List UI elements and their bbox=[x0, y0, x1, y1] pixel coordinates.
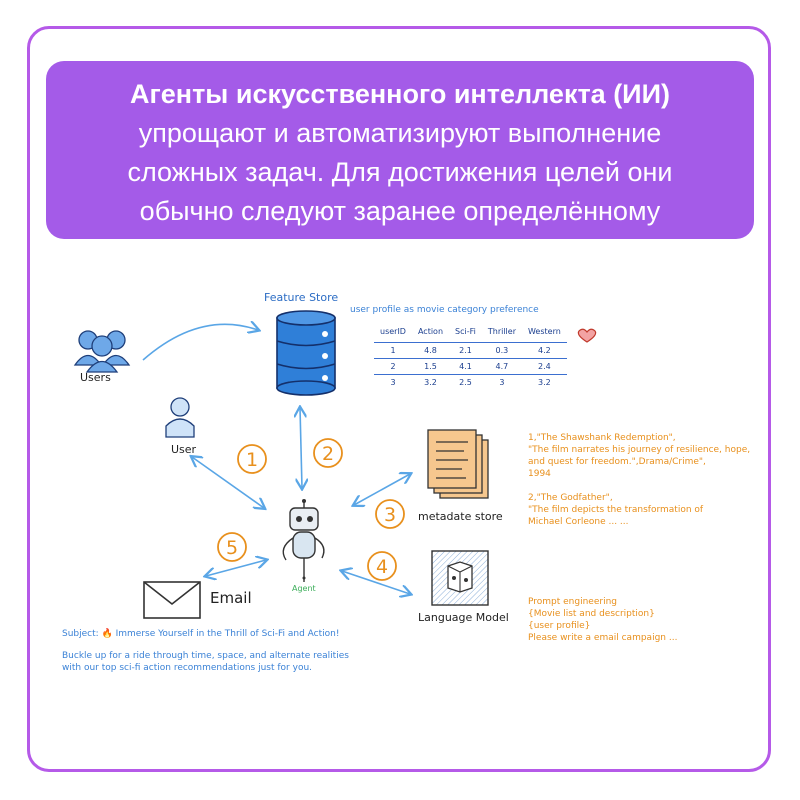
email-subject: Subject: 🔥 Immerse Yourself in the Thril… bbox=[62, 629, 340, 639]
step-5-badge: 5 bbox=[217, 532, 247, 562]
email-spacer bbox=[62, 640, 349, 650]
email-line: with our top sci-fi action recommendatio… bbox=[62, 663, 313, 673]
metadata-line: 1,"The Shawshank Redemption", bbox=[528, 433, 676, 443]
table-row: 3 3.2 2.5 3 3.2 bbox=[374, 374, 567, 390]
arrow-email bbox=[206, 560, 266, 576]
svg-text:3: 3 bbox=[384, 504, 396, 526]
table-cell: 4.8 bbox=[411, 342, 450, 359]
table-header: Thriller bbox=[487, 327, 516, 336]
preference-table: userID Action Sci-Fi Thriller Western 1 … bbox=[374, 324, 567, 390]
banner-title: Агенты искусственного интеллекта (ИИ) bbox=[130, 79, 670, 109]
prompt-text: Prompt engineering {Movie list and descr… bbox=[528, 596, 677, 644]
arrow-language-model bbox=[342, 571, 410, 594]
table-cell: 3 bbox=[481, 374, 522, 390]
table-cell: 4.7 bbox=[481, 358, 522, 375]
table-cell: 3.2 bbox=[411, 374, 450, 390]
page-frame bbox=[27, 26, 771, 772]
intro-banner: Агенты искусственного интеллекта (ИИ) уп… bbox=[46, 61, 754, 239]
table-cell: 2.5 bbox=[449, 374, 482, 390]
agent-label: Agent bbox=[292, 584, 316, 593]
metadata-store-label: metadate store bbox=[418, 510, 503, 523]
users-icon bbox=[73, 330, 131, 373]
table-header: Sci-Fi bbox=[455, 327, 476, 336]
user-label: User bbox=[171, 443, 197, 456]
table-cell: 3 bbox=[374, 374, 412, 390]
svg-text:1: 1 bbox=[246, 449, 258, 471]
table-cell: 4.2 bbox=[521, 342, 567, 359]
arrow-metadata bbox=[354, 474, 410, 505]
metadata-line: 1994 bbox=[528, 469, 551, 479]
prompt-line: Please write a email campaign ... bbox=[528, 633, 678, 643]
metadata-records: 1,"The Shawshank Redemption", "The film … bbox=[528, 432, 750, 528]
heart-icon bbox=[577, 328, 597, 343]
envelope-icon bbox=[143, 581, 201, 619]
banner-line-1: упрощают и автоматизируют выполнение bbox=[138, 118, 662, 148]
step-2-badge: 2 bbox=[313, 438, 343, 468]
metadata-line: and quest for freedom.",Drama/Crime", bbox=[528, 457, 706, 467]
metadata-spacer bbox=[528, 480, 750, 492]
table-cell: 0.3 bbox=[481, 342, 522, 359]
email-label: Email bbox=[210, 589, 252, 607]
users-to-store-arrow bbox=[142, 324, 258, 361]
step-4-badge: 4 bbox=[367, 551, 397, 581]
feature-store-caption: user profile as movie category preferenc… bbox=[350, 305, 539, 315]
database-icon bbox=[276, 310, 336, 396]
metadata-line: "The film narrates his journey of resili… bbox=[528, 445, 751, 455]
table-header: Western bbox=[527, 327, 561, 336]
prompt-line: Prompt engineering bbox=[528, 597, 617, 607]
step-1-badge: 1 bbox=[237, 444, 267, 474]
robot-agent-icon bbox=[282, 499, 325, 582]
email-body: Subject: 🔥 Immerse Yourself in the Thril… bbox=[62, 628, 349, 674]
svg-text:5: 5 bbox=[226, 537, 238, 559]
email-line: Buckle up for a ride through time, space… bbox=[62, 651, 349, 661]
table-cell: 2.4 bbox=[521, 358, 567, 375]
table-cell: 2 bbox=[374, 358, 412, 375]
metadata-line: "The film depicts the transformation of bbox=[528, 505, 704, 515]
table-cell: 1.5 bbox=[411, 358, 450, 375]
table-row: 1 4.8 2.1 0.3 4.2 bbox=[374, 342, 567, 359]
table-cell: 1 bbox=[374, 342, 412, 359]
documents-icon bbox=[427, 429, 489, 499]
users-label: Users bbox=[80, 371, 111, 384]
svg-text:4: 4 bbox=[376, 556, 388, 578]
metadata-line: Michael Corleone ... ... bbox=[528, 517, 629, 527]
language-model-icon bbox=[431, 550, 489, 606]
prompt-line: {user profile} bbox=[528, 621, 591, 631]
user-icon bbox=[165, 397, 195, 438]
prompt-line: {Movie list and description} bbox=[528, 609, 655, 619]
step-3-badge: 3 bbox=[375, 499, 405, 529]
table-header: Action bbox=[417, 327, 444, 336]
svg-text:2: 2 bbox=[322, 443, 334, 465]
banner-line-2: сложных задач. Для достижения целей они bbox=[127, 157, 673, 187]
banner-line-3: обычно следуют заранее определённому bbox=[139, 196, 661, 226]
table-cell: 2.1 bbox=[449, 342, 482, 359]
table-row: 2 1.5 4.1 4.7 2.4 bbox=[374, 358, 567, 375]
feature-store-label: Feature Store bbox=[264, 291, 339, 304]
arrow-feature-store bbox=[300, 408, 302, 488]
language-model-label: Language Model bbox=[418, 611, 509, 624]
arrow-user bbox=[192, 457, 264, 508]
metadata-line: 2,"The Godfather", bbox=[528, 493, 613, 503]
table-header: userID bbox=[380, 327, 406, 336]
table-cell: 4.1 bbox=[449, 358, 482, 375]
table-cell: 3.2 bbox=[521, 374, 567, 390]
